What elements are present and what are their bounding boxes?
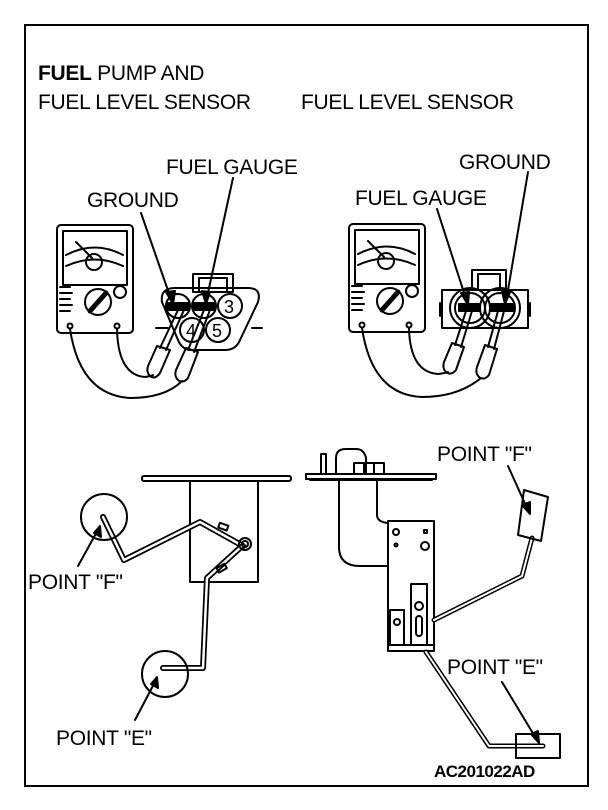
arrowhead: [501, 290, 511, 305]
br-point-e-arrow: [501, 681, 538, 741]
bl-point-e-arrow: [134, 679, 157, 721]
bl-sensor-assembly: [80, 475, 292, 698]
br-point-f-arrow: [507, 465, 528, 509]
arrowhead: [460, 291, 470, 306]
right-ground-label: GROUND: [459, 151, 551, 174]
left-title-line1: FUEL PUMP AND: [38, 63, 204, 84]
right-fuel-gauge-arrow: [436, 208, 468, 303]
left-title-bold: FUEL: [38, 62, 92, 85]
right-multimeter-icon: [348, 223, 426, 333]
left-fuel-gauge-arrow: [205, 177, 234, 303]
bl-point-e-label: POINT "E": [56, 727, 152, 750]
right-ground-arrow: [505, 171, 529, 303]
figure-border: [24, 24, 589, 787]
left-ground-arrow: [140, 212, 173, 303]
right-title: FUEL LEVEL SENSOR: [301, 91, 514, 114]
left-title-line2: FUEL LEVEL SENSOR: [38, 91, 251, 114]
pin-4-label: 4: [186, 321, 196, 341]
bl-point-f-label: POINT "F": [28, 571, 123, 594]
right-probes-icon: [361, 310, 505, 398]
left-ground-label: GROUND: [87, 189, 179, 212]
br-point-f-label: POINT "F": [437, 443, 532, 466]
point-e-circle: [141, 650, 189, 698]
left-title-rest: PUMP AND: [91, 62, 205, 85]
br-pump-assembly: [305, 448, 561, 759]
float-upper: [517, 489, 549, 542]
left-fuel-gauge-label: FUEL GAUGE: [166, 156, 298, 179]
arrowhead: [165, 290, 176, 305]
right-connector-2pin: [439, 269, 531, 329]
br-point-e-label: POINT "E": [447, 656, 543, 679]
right-fuel-gauge-label: FUEL GAUGE: [355, 187, 487, 210]
arrowhead: [201, 290, 211, 305]
left-probes-icon: [69, 309, 211, 399]
point-f-circle: [80, 493, 128, 541]
figure-code: AC201022AD: [434, 762, 535, 781]
pin-3-label: 3: [224, 297, 234, 317]
left-multimeter-icon: [56, 224, 134, 334]
pin-5-label: 5: [212, 321, 222, 341]
